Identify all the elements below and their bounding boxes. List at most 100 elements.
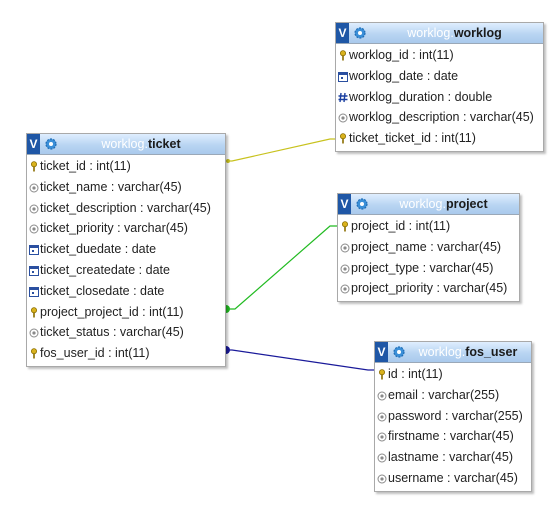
table-header[interactable]: V worklog.ticket	[27, 134, 225, 155]
table-worklog[interactable]: V worklog.worklog worklog_id : int(11) w…	[335, 22, 544, 152]
text-icon	[29, 204, 39, 214]
key-icon	[340, 50, 346, 61]
gear-icon[interactable]	[392, 345, 406, 359]
column-label: password : varchar(255)	[388, 408, 523, 423]
column-label: ticket_createdate : date	[40, 262, 170, 277]
column-row[interactable]: project_id : int(11)	[338, 216, 519, 237]
key-icon	[379, 369, 385, 380]
column-label: worklog_id : int(11)	[349, 48, 454, 62]
column-row[interactable]: id : int(11)	[375, 364, 531, 385]
column-label: email : varchar(255)	[388, 387, 500, 402]
table-fos_user[interactable]: V worklog.fos_user id : int(11) email : …	[374, 341, 532, 492]
schema-name: worklog	[418, 345, 462, 359]
column-row[interactable]: fos_user_id : int(11)	[27, 343, 225, 364]
column-row[interactable]: ticket_ticket_id : int(11)	[336, 128, 543, 149]
key-icon	[31, 348, 37, 359]
column-row[interactable]: project_type : varchar(45)	[338, 258, 519, 279]
key-icon	[31, 161, 37, 172]
schema-name: worklog	[399, 197, 443, 211]
column-list: worklog_id : int(11) worklog_date : date…	[336, 44, 543, 151]
column-label: ticket_priority : varchar(45)	[40, 221, 188, 236]
date-icon	[29, 265, 39, 276]
column-label: ticket_closedate : date	[40, 283, 165, 298]
date-icon	[29, 286, 39, 297]
text-icon	[29, 183, 39, 193]
column-row[interactable]: password : varchar(255)	[375, 406, 531, 427]
relation-line-ticket-fos_user[interactable]	[226, 349, 375, 371]
gear-icon[interactable]	[355, 197, 369, 211]
column-row[interactable]: project_project_id : int(11)	[27, 302, 225, 323]
column-list: ticket_id : int(11) ticket_name : varcha…	[27, 155, 225, 366]
relation-line-ticket-worklog[interactable]	[226, 138, 336, 162]
text-icon	[340, 284, 350, 294]
text-icon	[377, 432, 387, 442]
table-ticket[interactable]: V worklog.ticket ticket_id : int(11) tic…	[26, 133, 226, 367]
column-label: project_type : varchar(45)	[351, 260, 494, 275]
date-icon	[338, 71, 348, 82]
numeric-icon	[338, 92, 348, 102]
column-row[interactable]: ticket_status : varchar(45)	[27, 322, 225, 343]
column-row[interactable]: ticket_name : varchar(45)	[27, 177, 225, 198]
column-row[interactable]: worklog_date : date	[336, 66, 543, 87]
column-row[interactable]: ticket_priority : varchar(45)	[27, 218, 225, 239]
column-row[interactable]: lastname : varchar(45)	[375, 447, 531, 468]
column-label: project_id : int(11)	[351, 219, 451, 233]
column-row[interactable]: worklog_description : varchar(45)	[336, 107, 543, 128]
gear-icon[interactable]	[44, 137, 58, 151]
text-icon	[377, 474, 387, 484]
text-icon	[377, 391, 387, 401]
table-title: worklog.fos_user	[418, 345, 518, 359]
column-row[interactable]: username : varchar(45)	[375, 468, 531, 489]
column-row[interactable]: email : varchar(255)	[375, 385, 531, 406]
column-row[interactable]: ticket_duedate : date	[27, 239, 225, 260]
table-project[interactable]: V worklog.project project_id : int(11) p…	[337, 193, 520, 303]
column-row[interactable]: project_priority : varchar(45)	[338, 278, 519, 299]
text-icon	[29, 328, 39, 338]
column-row[interactable]: worklog_duration : double	[336, 87, 543, 108]
column-list: project_id : int(11) project_name : varc…	[338, 215, 519, 301]
table-header[interactable]: V worklog.project	[338, 194, 519, 215]
column-label: worklog_date : date	[349, 68, 459, 83]
toggle-button[interactable]: V	[336, 23, 349, 43]
table-header[interactable]: V worklog.fos_user	[375, 342, 531, 363]
column-label: project_priority : varchar(45)	[351, 281, 508, 296]
table-name: fos_user	[465, 345, 518, 359]
column-row[interactable]: ticket_closedate : date	[27, 281, 225, 302]
table-title: worklog.worklog	[407, 26, 502, 40]
schema-name: worklog	[101, 137, 145, 151]
column-label: firstname : varchar(45)	[388, 429, 514, 444]
text-icon	[340, 243, 350, 253]
text-icon	[377, 453, 387, 463]
gear-icon[interactable]	[353, 26, 367, 40]
relation-line-ticket-project[interactable]	[226, 225, 338, 310]
column-row[interactable]: project_name : varchar(45)	[338, 237, 519, 258]
table-header[interactable]: V worklog.worklog	[336, 23, 543, 44]
column-label: ticket_name : varchar(45)	[40, 179, 182, 194]
column-label: ticket_status : varchar(45)	[40, 325, 184, 340]
table-name: project	[445, 197, 488, 211]
column-row[interactable]: worklog_id : int(11)	[336, 45, 543, 66]
column-row[interactable]: firstname : varchar(45)	[375, 426, 531, 447]
table-title: worklog.ticket	[101, 137, 181, 151]
column-row[interactable]: ticket_description : varchar(45)	[27, 198, 225, 219]
column-label: ticket_description : varchar(45)	[40, 200, 211, 215]
toggle-button[interactable]: V	[375, 342, 388, 362]
column-label: worklog_duration : double	[349, 89, 493, 104]
column-label: lastname : varchar(45)	[388, 450, 514, 465]
key-icon	[340, 133, 346, 144]
column-label: ticket_duedate : date	[40, 242, 157, 257]
column-label: ticket_id : int(11)	[40, 159, 131, 173]
column-label: project_name : varchar(45)	[351, 239, 502, 254]
text-icon	[340, 264, 350, 274]
date-icon	[29, 245, 39, 256]
column-row[interactable]: ticket_id : int(11)	[27, 156, 225, 177]
table-title: worklog.project	[399, 197, 488, 211]
toggle-button[interactable]: V	[27, 134, 40, 154]
key-icon	[342, 221, 348, 232]
column-list: id : int(11) email : varchar(255) passwo…	[375, 363, 531, 491]
toggle-button[interactable]: V	[338, 194, 351, 214]
table-name: ticket	[147, 137, 181, 151]
column-row[interactable]: ticket_createdate : date	[27, 260, 225, 281]
